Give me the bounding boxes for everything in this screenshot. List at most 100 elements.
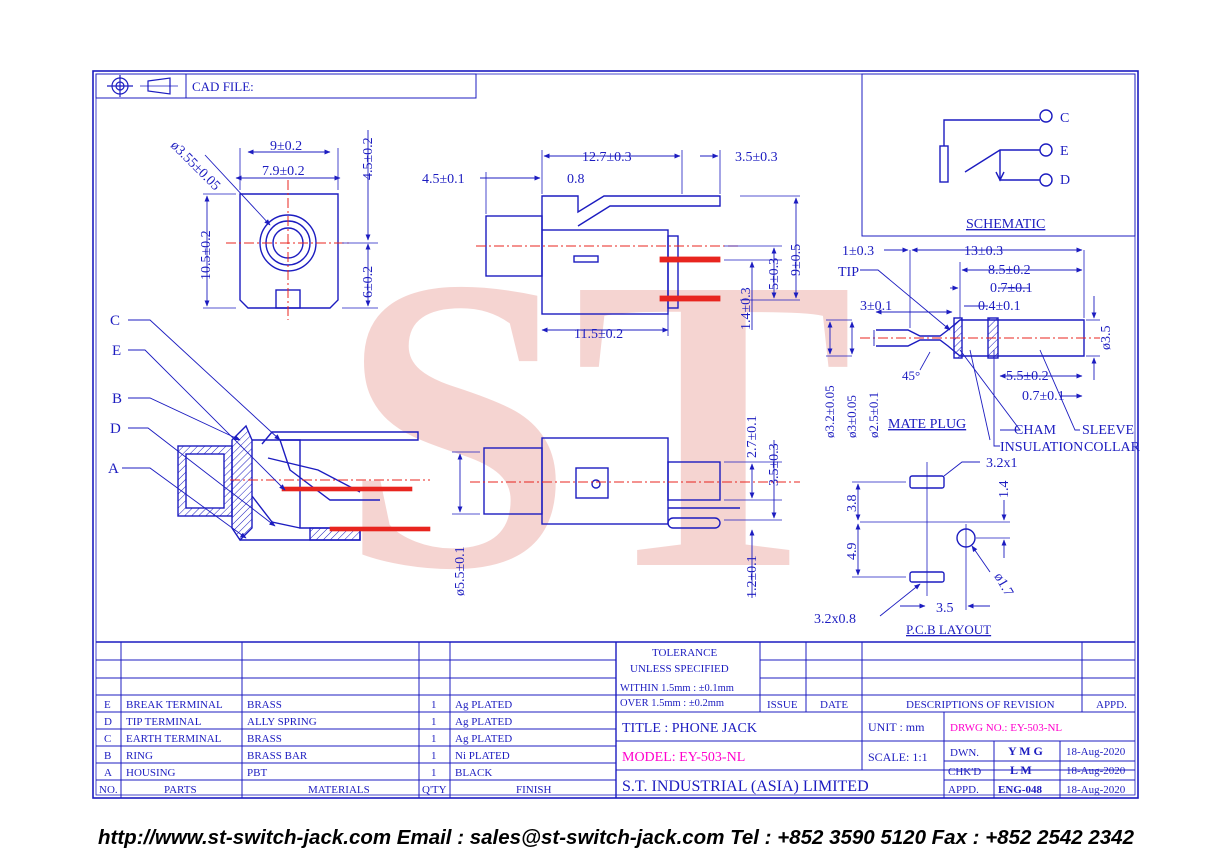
- bom-qty: 1: [431, 716, 437, 728]
- bom-qty: 1: [431, 699, 437, 711]
- bom-header-no: NO.: [99, 784, 118, 796]
- logo-text: ST: [340, 191, 854, 656]
- bom-header-finish: FINISH: [516, 784, 552, 796]
- bom-no: C: [104, 733, 111, 745]
- dim-2-7: 2.7±0.1: [745, 415, 760, 458]
- bom-qty: 1: [431, 733, 437, 745]
- bom-no: E: [104, 699, 111, 711]
- bom-part: TIP TERMINAL: [126, 716, 202, 728]
- tolerance-over: OVER 1.5mm : ±0.2mm: [620, 698, 724, 709]
- dim-1-4: 1.4±0.3: [739, 287, 754, 330]
- scale-text: SCALE: 1:1: [868, 750, 928, 764]
- chkd-date: 18-Aug-2020: [1066, 765, 1126, 777]
- bom-material: ALLY SPRING: [247, 716, 317, 728]
- tolerance-title: TOLERANCE: [652, 647, 717, 659]
- drwg-no: DRWG NO.: EY-503-NL: [950, 722, 1062, 734]
- pcb-dim-4-9: 4.9: [845, 543, 860, 561]
- plug-label-collar: COLLAR: [1084, 440, 1141, 455]
- title-block-grid: [96, 641, 1135, 798]
- dwn-label: DWN.: [950, 747, 979, 759]
- schematic-pin-e: E: [1060, 144, 1069, 159]
- mate-plug-title: MATE PLUG: [888, 417, 966, 432]
- section-label-d: D: [110, 421, 121, 437]
- company-name: S.T. INDUSTRIAL (ASIA) LIMITED: [622, 778, 869, 795]
- revision-desc: DESCRIPTIONS OF REVISION: [906, 699, 1055, 711]
- bom-material: BRASS BAR: [247, 750, 308, 762]
- bom-part: HOUSING: [126, 767, 176, 779]
- revision-issue: ISSUE: [767, 699, 798, 711]
- dim-5: 5±0.3: [767, 258, 782, 290]
- plug-dim-45: 45°: [902, 368, 920, 383]
- dim-0-8: 0.8: [567, 172, 585, 187]
- tolerance-within: WITHIN 1.5mm : ±0.1mm: [620, 683, 734, 694]
- dim-4-5-side: 4.5±0.1: [422, 172, 465, 187]
- pcb-layout: [852, 461, 1010, 617]
- plug-label-insulation: INSULATION: [1000, 440, 1083, 455]
- appd-date: 18-Aug-2020: [1066, 784, 1126, 796]
- schematic-pin-c: C: [1060, 111, 1069, 126]
- section-label-b: B: [112, 391, 122, 407]
- bom-header-materials: MATERIALS: [308, 784, 370, 796]
- dim-11-5: 11.5±0.2: [574, 327, 623, 342]
- unit-text: UNIT : mm: [868, 720, 925, 734]
- bom-finish: Ag PLATED: [455, 733, 512, 745]
- bom-part: BREAK TERMINAL: [126, 699, 223, 711]
- dim-1-2: 1.2±0.1: [745, 555, 760, 598]
- dwn-date: 18-Aug-2020: [1066, 746, 1126, 758]
- dim-6: 6±0.2: [361, 266, 376, 298]
- section-label-e: E: [112, 343, 121, 359]
- plug-dim-0-7a: 0.7±0.1: [990, 281, 1033, 296]
- dwn-name: Y M G: [1008, 744, 1043, 758]
- chkd-name: L M: [1010, 763, 1032, 777]
- bom-header-parts: PARTS: [164, 784, 197, 796]
- pcb-dim-3-2x1: 3.2x1: [986, 456, 1018, 471]
- dim-dia-3-55: ø3.55±0.05: [167, 138, 223, 194]
- plug-dim-0-4: 0.4±0.1: [978, 299, 1021, 314]
- plug-dim-0-7b: 0.7±0.1: [1022, 389, 1065, 404]
- chkd-label: CHK'D: [948, 766, 981, 778]
- pcb-dim-1-4: 1.4: [997, 481, 1012, 499]
- bom-header-qty: Q'TY: [422, 784, 447, 796]
- bom-material: BRASS: [247, 733, 282, 745]
- bom-rows: E BREAK TERMINAL BRASS 1 Ag PLATED D TIP…: [99, 699, 552, 796]
- plug-dim-3: 3±0.1: [860, 299, 892, 314]
- dim-9-5: 9±0.5: [789, 244, 804, 276]
- bom-qty: 1: [431, 750, 437, 762]
- bom-part: RING: [126, 750, 153, 762]
- dim-12-7: 12.7±0.3: [582, 150, 632, 165]
- revision-date: DATE: [820, 699, 848, 711]
- model-text: MODEL: EY-503-NL: [622, 750, 745, 765]
- bom-no: B: [104, 750, 111, 762]
- dim-10-5: 10.5±0.2: [199, 230, 214, 280]
- dim-dia-5-5: ø5.5±0.1: [453, 546, 468, 596]
- bom-no: A: [104, 767, 112, 779]
- pcb-dim-3-8: 3.8: [845, 495, 860, 513]
- plug-dim-dia-3-2: ø3.2±0.05: [822, 385, 837, 438]
- bom-finish: Ag PLATED: [455, 699, 512, 711]
- tolerance-sub: UNLESS SPECIFIED: [630, 663, 729, 675]
- bom-finish: Ni PLATED: [455, 750, 510, 762]
- projection-symbol-icon: [107, 75, 178, 97]
- dim-4-5: 4.5±0.2: [361, 137, 376, 180]
- dim-3-5: 3.5±0.3: [735, 150, 778, 165]
- pcb-dim-dia-1-7: ø1.7: [991, 571, 1016, 600]
- revision-appd: APPD.: [1096, 699, 1127, 711]
- plug-label-tip: TIP: [838, 265, 859, 280]
- pcb-dim-3-5: 3.5: [936, 601, 954, 616]
- contact-footer: http://www.st-switch-jack.com Email : sa…: [98, 826, 1134, 849]
- bom-qty: 1: [431, 767, 437, 779]
- st-logo-watermark: ST: [340, 191, 854, 656]
- section-label-c: C: [110, 313, 120, 329]
- front-view: [203, 130, 378, 320]
- cad-file-label: CAD FILE:: [192, 79, 254, 94]
- pcb-dim-3-2x0-8: 3.2x0.8: [814, 612, 856, 627]
- schematic-title: SCHEMATIC: [966, 217, 1045, 232]
- side-view: [476, 150, 800, 336]
- plug-dim-dia-3: ø3±0.05: [844, 395, 859, 438]
- plug-dim-8-5: 8.5±0.2: [988, 263, 1031, 278]
- plug-dim-dia-2-5: ø2.5±0.1: [866, 392, 881, 438]
- bom-material: PBT: [247, 767, 267, 779]
- schematic: [939, 109, 1053, 187]
- schematic-pin-d: D: [1060, 173, 1070, 188]
